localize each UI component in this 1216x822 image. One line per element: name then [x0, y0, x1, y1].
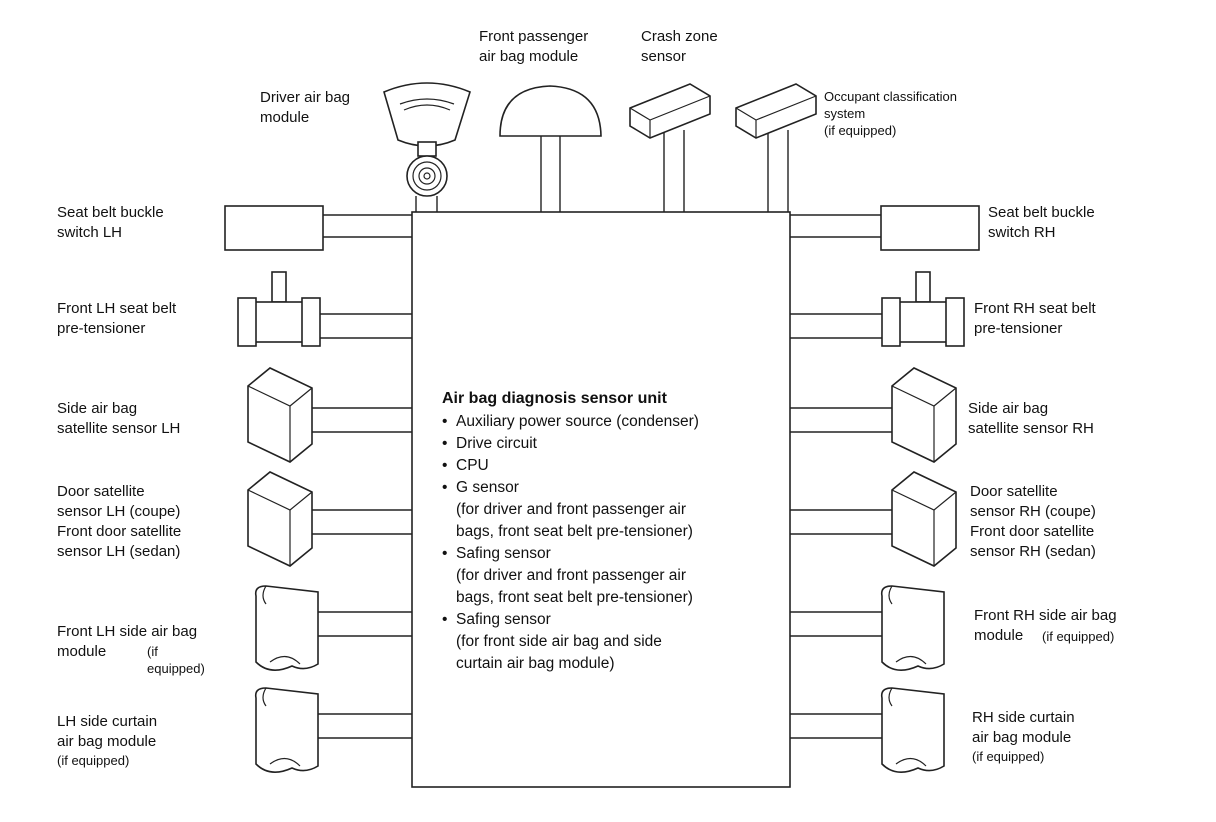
side-satellite-sensor-rh: [790, 367, 957, 463]
occupant-classification-sensor: [735, 83, 817, 212]
unit-title: Air bag diagnosis sensor unit: [442, 390, 667, 407]
diagnosis-unit-box: [411, 211, 791, 788]
driver-airbag-module: [383, 82, 471, 212]
buckle-switch-rh: [790, 205, 980, 251]
buckle-switch-lh: [224, 205, 412, 251]
label-side-airbag-rh-note: (if equipped): [1042, 629, 1115, 644]
label-buckle-switch-rh: Seat belt buckle switch RH: [988, 204, 1095, 241]
bullet-icon: •: [442, 413, 448, 430]
label-door-sensor-lh: Door satellite sensor LH (coupe) Front d…: [57, 483, 182, 560]
unit-item-detail: (for front side air bag and side curtain…: [456, 633, 662, 672]
unit-item-detail: (for driver and front passenger air bags…: [456, 501, 693, 540]
bullet-icon: •: [442, 611, 448, 628]
label-door-sensor-rh: Door satellite sensor RH (coupe) Front d…: [970, 483, 1096, 560]
label-curtain-airbag-rh-main: RH side curtain air bag module: [972, 709, 1075, 746]
unit-item-text: Auxiliary power source (condenser): [456, 413, 699, 430]
unit-item: • CPU: [442, 455, 787, 477]
passenger-airbag-module: [499, 85, 602, 212]
label-crash-zone-sensor: Crash zone sensor: [641, 28, 718, 65]
label-side-sensor-lh: Side air bag satellite sensor LH: [57, 400, 181, 437]
label-side-airbag-lh-main: Front LH side air bag module: [57, 623, 198, 660]
side-satellite-sensor-lh: [247, 367, 412, 463]
label-side-airbag-lh: Front LH side air bag module(if equipped…: [57, 622, 205, 676]
label-passenger-airbag: Front passenger air bag module: [479, 28, 589, 65]
unit-item: • Safing sensor (for driver and front pass…: [442, 543, 787, 609]
label-curtain-airbag-rh: RH side curtain air bag module (if equip…: [972, 708, 1075, 765]
bullet-icon: •: [442, 435, 448, 452]
unit-item-detail: (for driver and front passenger air bags…: [456, 567, 693, 606]
pretensioner-rh: [790, 271, 965, 347]
curtain-airbag-module-rh: [790, 687, 945, 773]
label-side-airbag-rh-main: Front RH side air bag module: [974, 607, 1117, 644]
label-buckle-switch-lh: Seat belt buckle switch LH: [57, 204, 164, 241]
label-driver-airbag: Driver air bag module: [260, 89, 351, 126]
label-occupant-classification: Occupant classification system (if equip…: [824, 88, 957, 139]
label-curtain-airbag-lh: LH side curtain air bag module (if equip…: [57, 712, 157, 769]
side-airbag-module-rh: [790, 585, 945, 671]
side-airbag-module-lh: [254, 585, 412, 671]
label-curtain-airbag-rh-note: (if equipped): [972, 749, 1045, 764]
label-pretensioner-rh: Front RH seat belt pre-tensioner: [974, 300, 1096, 337]
bullet-icon: •: [442, 545, 448, 562]
unit-item-text: Drive circuit: [456, 435, 537, 452]
unit-item: • G sensor (for driver and front passenger…: [442, 477, 787, 543]
diagnosis-unit-text: Air bag diagnosis sensor unit • Auxiliary…: [442, 388, 787, 675]
bullet-icon: •: [442, 479, 448, 496]
bullet-icon: •: [442, 457, 448, 474]
crash-zone-sensor: [629, 83, 711, 212]
unit-item: • Auxiliary power source (condenser): [442, 411, 787, 433]
label-curtain-airbag-lh-note: (if equipped): [57, 753, 130, 768]
unit-item: • Drive circuit: [442, 433, 787, 455]
unit-item-text: Safing sensor: [456, 545, 551, 562]
label-occupant-note: (if equipped): [824, 123, 897, 138]
label-occupant-main: Occupant classification system: [824, 89, 957, 121]
pretensioner-lh: [237, 271, 412, 347]
door-satellite-sensor-lh: [247, 471, 412, 567]
label-side-airbag-rh: Front RH side air bag module (if equippe…: [974, 606, 1117, 646]
label-side-airbag-lh-note: (if equipped): [147, 644, 205, 676]
label-curtain-airbag-lh-main: LH side curtain air bag module: [57, 713, 158, 750]
unit-item-text: Safing sensor: [456, 611, 551, 628]
unit-item-text: CPU: [456, 457, 489, 474]
unit-item-text: G sensor: [456, 479, 519, 496]
door-satellite-sensor-rh: [790, 471, 957, 567]
curtain-airbag-module-lh: [254, 687, 412, 773]
unit-item: • Safing sensor (for front side air bag an…: [442, 609, 787, 675]
label-side-sensor-rh: Side air bag satellite sensor RH: [968, 400, 1094, 437]
label-pretensioner-lh: Front LH seat belt pre-tensioner: [57, 300, 177, 337]
